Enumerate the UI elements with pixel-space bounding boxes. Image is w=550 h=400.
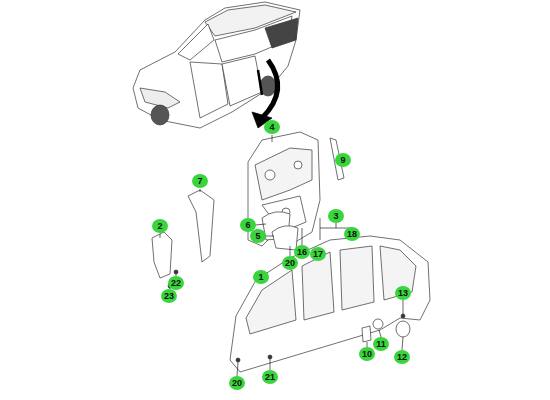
bolt <box>268 355 272 359</box>
bracket <box>362 326 371 342</box>
clip <box>401 314 405 318</box>
fuel-housing <box>373 319 383 329</box>
wheel-house-outer <box>272 226 298 250</box>
callout-number: 5 <box>250 229 266 243</box>
side-outer-panel <box>230 236 430 372</box>
center-pillar-inner <box>188 190 214 262</box>
fuel-door <box>396 321 410 337</box>
callout-number: 10 <box>359 347 375 361</box>
callout-number: 21 <box>262 370 278 384</box>
callout-number: 7 <box>192 174 208 188</box>
callout-number: 18 <box>344 227 360 241</box>
callout-number: 12 <box>394 350 410 364</box>
callout-number: 16 <box>294 245 310 259</box>
callout-number: 2 <box>152 219 168 233</box>
callout-number: 20 <box>229 376 245 390</box>
callout-number: 3 <box>328 209 344 223</box>
callout-number: 22 <box>168 276 184 290</box>
bolt <box>174 270 178 274</box>
vehicle <box>133 2 300 128</box>
callout-number: 1 <box>253 270 269 284</box>
callout-number: 20 <box>282 256 298 270</box>
callout-number: 11 <box>373 337 389 351</box>
bolt <box>236 358 240 362</box>
callout-number: 13 <box>395 286 411 300</box>
front-pillar-inner <box>152 232 172 278</box>
leader-lines <box>160 135 403 376</box>
callout-number: 17 <box>310 247 326 261</box>
callout-number: 9 <box>335 153 351 167</box>
callout-number: 4 <box>264 120 280 134</box>
callout-number: 23 <box>161 289 177 303</box>
